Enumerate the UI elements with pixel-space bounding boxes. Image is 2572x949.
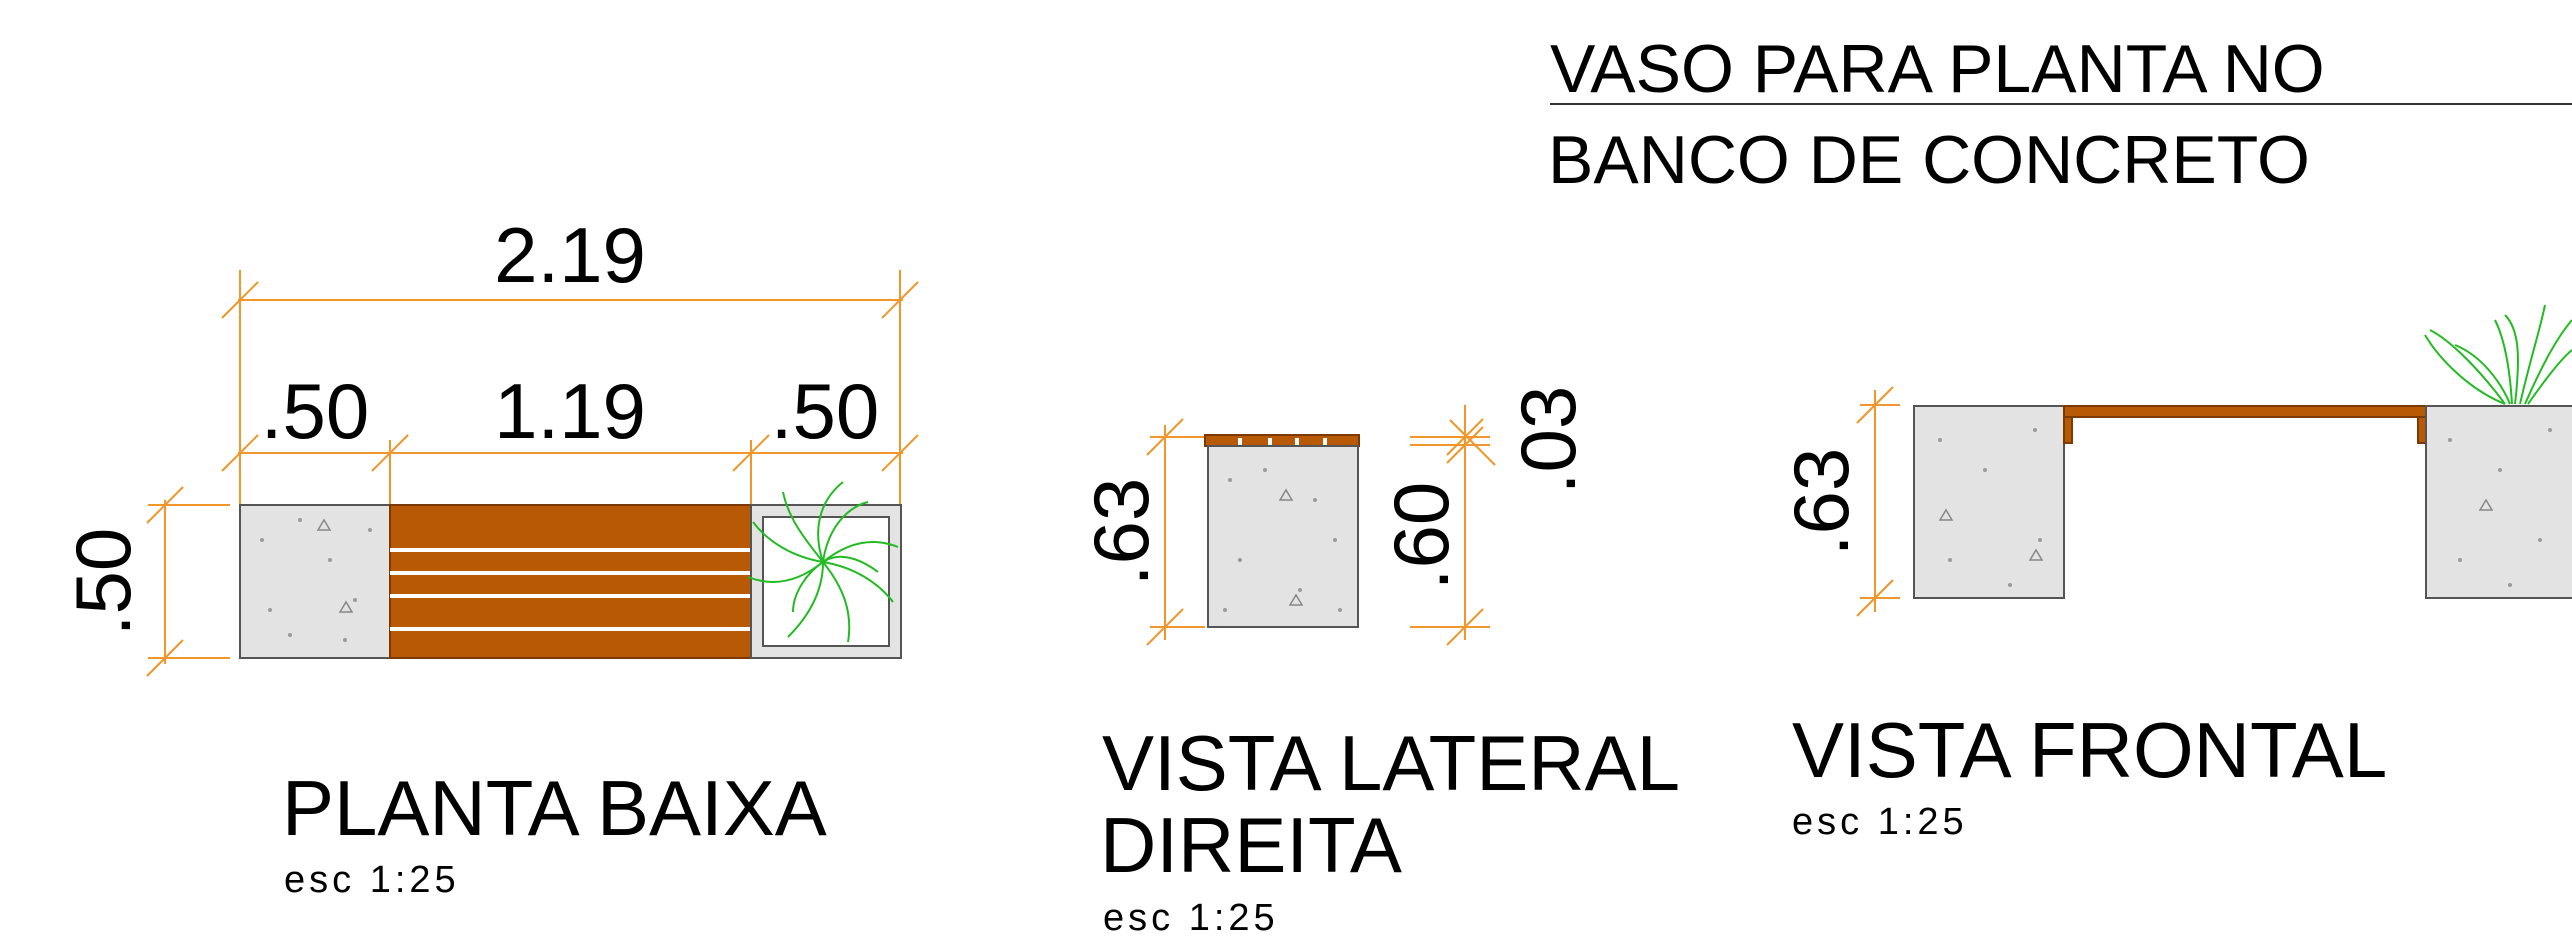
dim-side-top-thickness: .03 xyxy=(1504,386,1592,494)
dim-side-body-height: .60 xyxy=(1377,482,1465,590)
side-concrete-body xyxy=(1207,445,1359,628)
front-seat-support-left xyxy=(2063,416,2073,444)
plan-view-scale: esc 1:25 xyxy=(284,859,460,901)
front-planter-block xyxy=(2425,405,2572,599)
dim-front-height: .63 xyxy=(1777,448,1865,556)
concrete-texture xyxy=(1938,428,2552,587)
plan-wood-seat xyxy=(389,504,752,659)
front-wood-seat xyxy=(2063,405,2427,418)
side-view-name-line-2: DIREITA xyxy=(1100,801,1402,889)
front-view: .63 VISTA FRONTAL esc 1:2 xyxy=(1777,304,2572,843)
front-view-scale: esc 1:25 xyxy=(1792,801,1968,843)
front-plant-symbol xyxy=(2424,304,2572,405)
dim-right-block: .50 xyxy=(771,367,879,455)
side-dimension-lines xyxy=(1146,405,1496,646)
dim-middle-seat: 1.19 xyxy=(494,367,646,455)
front-seat-support-right xyxy=(2417,416,2427,444)
drawing-title: VASO PARA PLANTA NO BANCO DE CONCRETO xyxy=(1548,31,2572,198)
front-dimension-lines xyxy=(1856,386,1900,617)
plan-left-concrete-block xyxy=(239,504,391,659)
concrete-texture xyxy=(260,518,372,642)
side-wood-top xyxy=(1204,434,1360,447)
dim-depth: .50 xyxy=(59,528,147,636)
dim-left-block: .50 xyxy=(261,367,369,455)
plan-view-name: PLANTA BAIXA xyxy=(282,764,827,852)
front-view-name: VISTA FRONTAL xyxy=(1792,706,2387,794)
concrete-texture xyxy=(1223,468,1342,612)
dim-side-total-height: .63 xyxy=(1077,478,1165,586)
title-line-1: VASO PARA PLANTA NO xyxy=(1550,31,2325,107)
title-line-2: BANCO DE CONCRETO xyxy=(1548,122,2310,198)
dim-overall-length: 2.19 xyxy=(494,211,646,299)
plan-dimension-lines xyxy=(146,270,919,677)
side-view-name-line-1: VISTA LATERAL xyxy=(1102,719,1680,807)
plan-view: 2.19 .50 1.19 .50 .50 PLANTA BAIXA esc 1… xyxy=(59,211,919,901)
side-view-scale: esc 1:25 xyxy=(1103,897,1279,939)
front-left-concrete-block xyxy=(1913,405,2065,599)
side-view: .63 .60 .03 VISTA LATERAL DIREITA esc 1:… xyxy=(1077,386,1680,939)
